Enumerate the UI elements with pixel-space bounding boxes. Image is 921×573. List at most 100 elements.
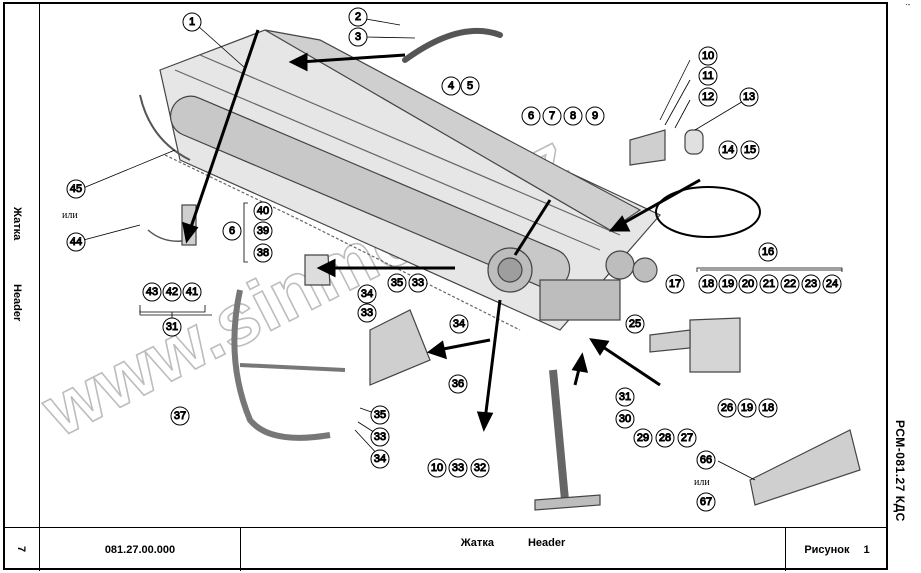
callout-14: 14 (718, 140, 738, 160)
svg-text:12: 12 (702, 91, 714, 103)
callout-29: 29 (633, 428, 653, 448)
svg-text:45: 45 (70, 183, 82, 195)
callout-10: 10 (698, 46, 718, 66)
corner-mark: ·- (905, 0, 911, 9)
header-frame-drawing (139, 27, 861, 511)
callout-7: 7 (542, 106, 562, 126)
svg-text:7: 7 (549, 110, 555, 122)
callout-66: 66 (696, 450, 716, 470)
svg-text:29: 29 (637, 432, 649, 444)
callout-67: 67 (696, 492, 716, 512)
callout-19b: 19 (737, 398, 757, 418)
callout-45: 45 (66, 179, 86, 199)
callout-34a: 34 (357, 284, 377, 304)
svg-text:41: 41 (186, 286, 198, 298)
svg-text:25: 25 (629, 318, 641, 330)
svg-text:33: 33 (361, 307, 373, 319)
callout-30: 30 (615, 409, 635, 429)
svg-text:10: 10 (431, 462, 443, 474)
svg-text:22: 22 (784, 278, 796, 290)
figure-cell: Рисунок 1 (787, 528, 887, 571)
callout-43: 43 (142, 282, 162, 302)
svg-text:6: 6 (229, 225, 235, 237)
svg-text:4: 4 (448, 80, 454, 92)
svg-text:19: 19 (722, 278, 734, 290)
side-title-en: Header (11, 284, 23, 322)
svg-text:26: 26 (721, 402, 733, 414)
callout-22: 22 (780, 274, 800, 294)
callout-31a: 31 (615, 387, 635, 407)
svg-text:33: 33 (452, 462, 464, 474)
drawing-number: 081.27.00.000 (104, 543, 176, 556)
figure-number: 1 (863, 543, 870, 556)
callout-5: 5 (460, 76, 480, 96)
svg-text:21: 21 (763, 278, 775, 290)
callout-27: 27 (677, 428, 697, 448)
callout-44: 44 (66, 232, 86, 252)
callout-41: 41 (182, 282, 202, 302)
bottom-title-ru: Жатка (460, 537, 494, 549)
svg-text:20: 20 (742, 278, 754, 290)
callout-35b: 35 (370, 405, 390, 425)
svg-text:31: 31 (166, 321, 178, 333)
svg-text:40: 40 (257, 205, 269, 217)
document-code: РСМ-081.27 КДС (893, 420, 907, 522)
svg-text:35: 35 (391, 277, 403, 289)
svg-text:5: 5 (467, 80, 473, 92)
svg-text:18: 18 (762, 402, 774, 414)
svg-text:8: 8 (570, 110, 576, 122)
svg-text:23: 23 (805, 278, 817, 290)
svg-text:38: 38 (257, 247, 269, 259)
callout-6: 6 (521, 106, 541, 126)
group-brackets (139, 202, 843, 318)
callout-39: 39 (253, 221, 273, 241)
svg-text:3: 3 (355, 31, 361, 43)
page-number-cell: 7 (3, 528, 40, 571)
svg-text:27: 27 (681, 432, 693, 444)
callout-4: 4 (441, 76, 461, 96)
callout-leader-lines (75, 18, 842, 481)
svg-text:28: 28 (659, 432, 671, 444)
callout-34b: 34 (449, 314, 469, 334)
side-title-column: Жатка Header (3, 2, 40, 527)
svg-text:18: 18 (702, 278, 714, 290)
callout-8: 8 (563, 106, 583, 126)
figure-label: Рисунок (804, 543, 850, 556)
svg-text:13: 13 (743, 91, 755, 103)
svg-text:37: 37 (174, 410, 186, 422)
callout-42: 42 (162, 282, 182, 302)
callout-31b: 31 (162, 317, 182, 337)
callout-6b: 6 (222, 221, 242, 241)
callout-25: 25 (625, 314, 645, 334)
or-label-2: или (694, 477, 710, 488)
svg-text:34: 34 (374, 453, 386, 465)
svg-text:67: 67 (700, 496, 712, 508)
callout-16: 16 (758, 242, 778, 262)
callout-33a: 33 (448, 458, 468, 478)
callout-33c: 33 (357, 303, 377, 323)
svg-text:35: 35 (374, 409, 386, 421)
svg-text:10: 10 (702, 50, 714, 62)
callout-20: 20 (738, 274, 758, 294)
callout-40: 40 (253, 201, 273, 221)
callout-28: 28 (655, 428, 675, 448)
callout-bubbles: 1 2 3 4 5 6 7 8 9 10 11 12 13 14 15 16 1… (66, 7, 842, 512)
callout-18a: 18 (698, 274, 718, 294)
svg-text:11: 11 (702, 70, 713, 82)
side-title-ru: Жатка (11, 207, 23, 241)
callout-21: 21 (759, 274, 779, 294)
svg-text:14: 14 (722, 144, 734, 156)
svg-text:43: 43 (146, 286, 158, 298)
callout-23: 23 (801, 274, 821, 294)
callout-12: 12 (698, 87, 718, 107)
callout-15: 15 (740, 140, 760, 160)
svg-text:19: 19 (741, 402, 753, 414)
callout-37: 37 (170, 406, 190, 426)
callout-18b: 18 (758, 398, 778, 418)
callout-36: 36 (448, 374, 468, 394)
svg-text:66: 66 (700, 454, 712, 466)
svg-text:34: 34 (453, 318, 465, 330)
svg-text:9: 9 (592, 110, 598, 122)
or-label-1: или (62, 210, 78, 221)
